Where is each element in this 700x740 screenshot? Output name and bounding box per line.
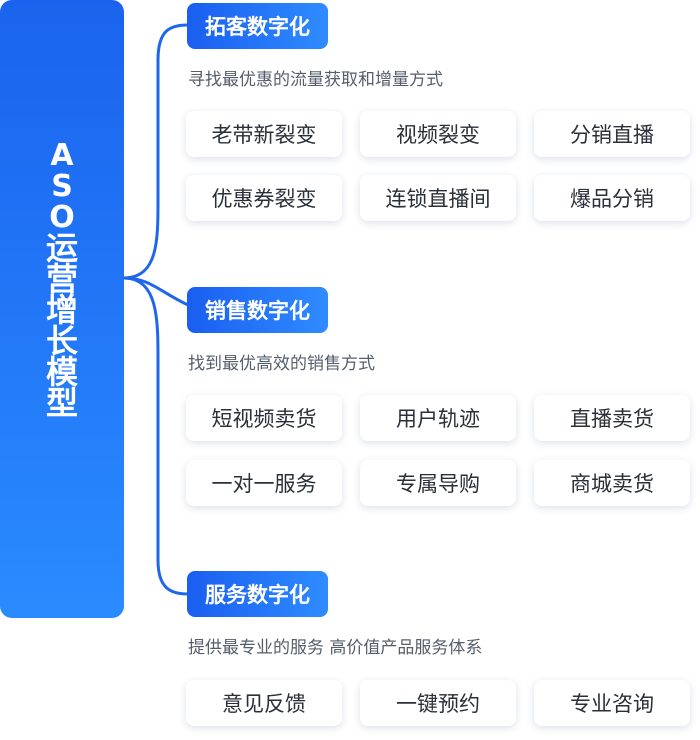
item-card: 商城卖货 bbox=[534, 460, 690, 506]
title-char: S bbox=[51, 169, 73, 204]
title-char: 增 bbox=[45, 291, 78, 329]
item-card: 专业咨询 bbox=[534, 680, 690, 726]
item-card: 专属导购 bbox=[360, 460, 516, 506]
left-title-panel: A S O 运 营 增 长 模 型 bbox=[0, 0, 124, 618]
title-char: A bbox=[50, 138, 74, 173]
item-card: 意见反馈 bbox=[186, 680, 342, 726]
item-card: 连锁直播间 bbox=[360, 175, 516, 221]
section-tag-customer-acquisition: 拓客数字化 bbox=[187, 3, 328, 49]
title-char: 长 bbox=[45, 322, 78, 360]
item-card: 优惠券裂变 bbox=[186, 175, 342, 221]
section-description: 找到最优高效的销售方式 bbox=[188, 354, 375, 374]
title-char: 运 bbox=[45, 229, 78, 267]
item-card: 一键预约 bbox=[360, 680, 516, 726]
section-tag-sales: 销售数字化 bbox=[187, 287, 328, 333]
item-card: 直播卖货 bbox=[534, 395, 690, 441]
title-char: O bbox=[49, 200, 75, 235]
item-card: 短视频卖货 bbox=[186, 395, 342, 441]
item-card: 老带新裂变 bbox=[186, 111, 342, 157]
title-char: 模 bbox=[45, 353, 78, 391]
item-card: 视频裂变 bbox=[360, 111, 516, 157]
item-card: 爆品分销 bbox=[534, 175, 690, 221]
branch-to-section-1 bbox=[123, 23, 189, 280]
item-card: 用户轨迹 bbox=[360, 395, 516, 441]
title-char: 型 bbox=[45, 384, 78, 422]
section-description: 提供最专业的服务 高价值产品服务体系 bbox=[188, 638, 483, 658]
section-tag-service: 服务数字化 bbox=[187, 571, 328, 617]
branch-to-section-2 bbox=[123, 276, 189, 307]
item-card: 一对一服务 bbox=[186, 460, 342, 506]
item-card: 分销直播 bbox=[534, 111, 690, 157]
branch-to-section-3 bbox=[123, 276, 189, 596]
title-char: 营 bbox=[45, 260, 78, 298]
section-description: 寻找最优惠的流量获取和增量方式 bbox=[188, 70, 443, 90]
model-title: A S O 运 营 增 长 模 型 bbox=[0, 140, 124, 419]
